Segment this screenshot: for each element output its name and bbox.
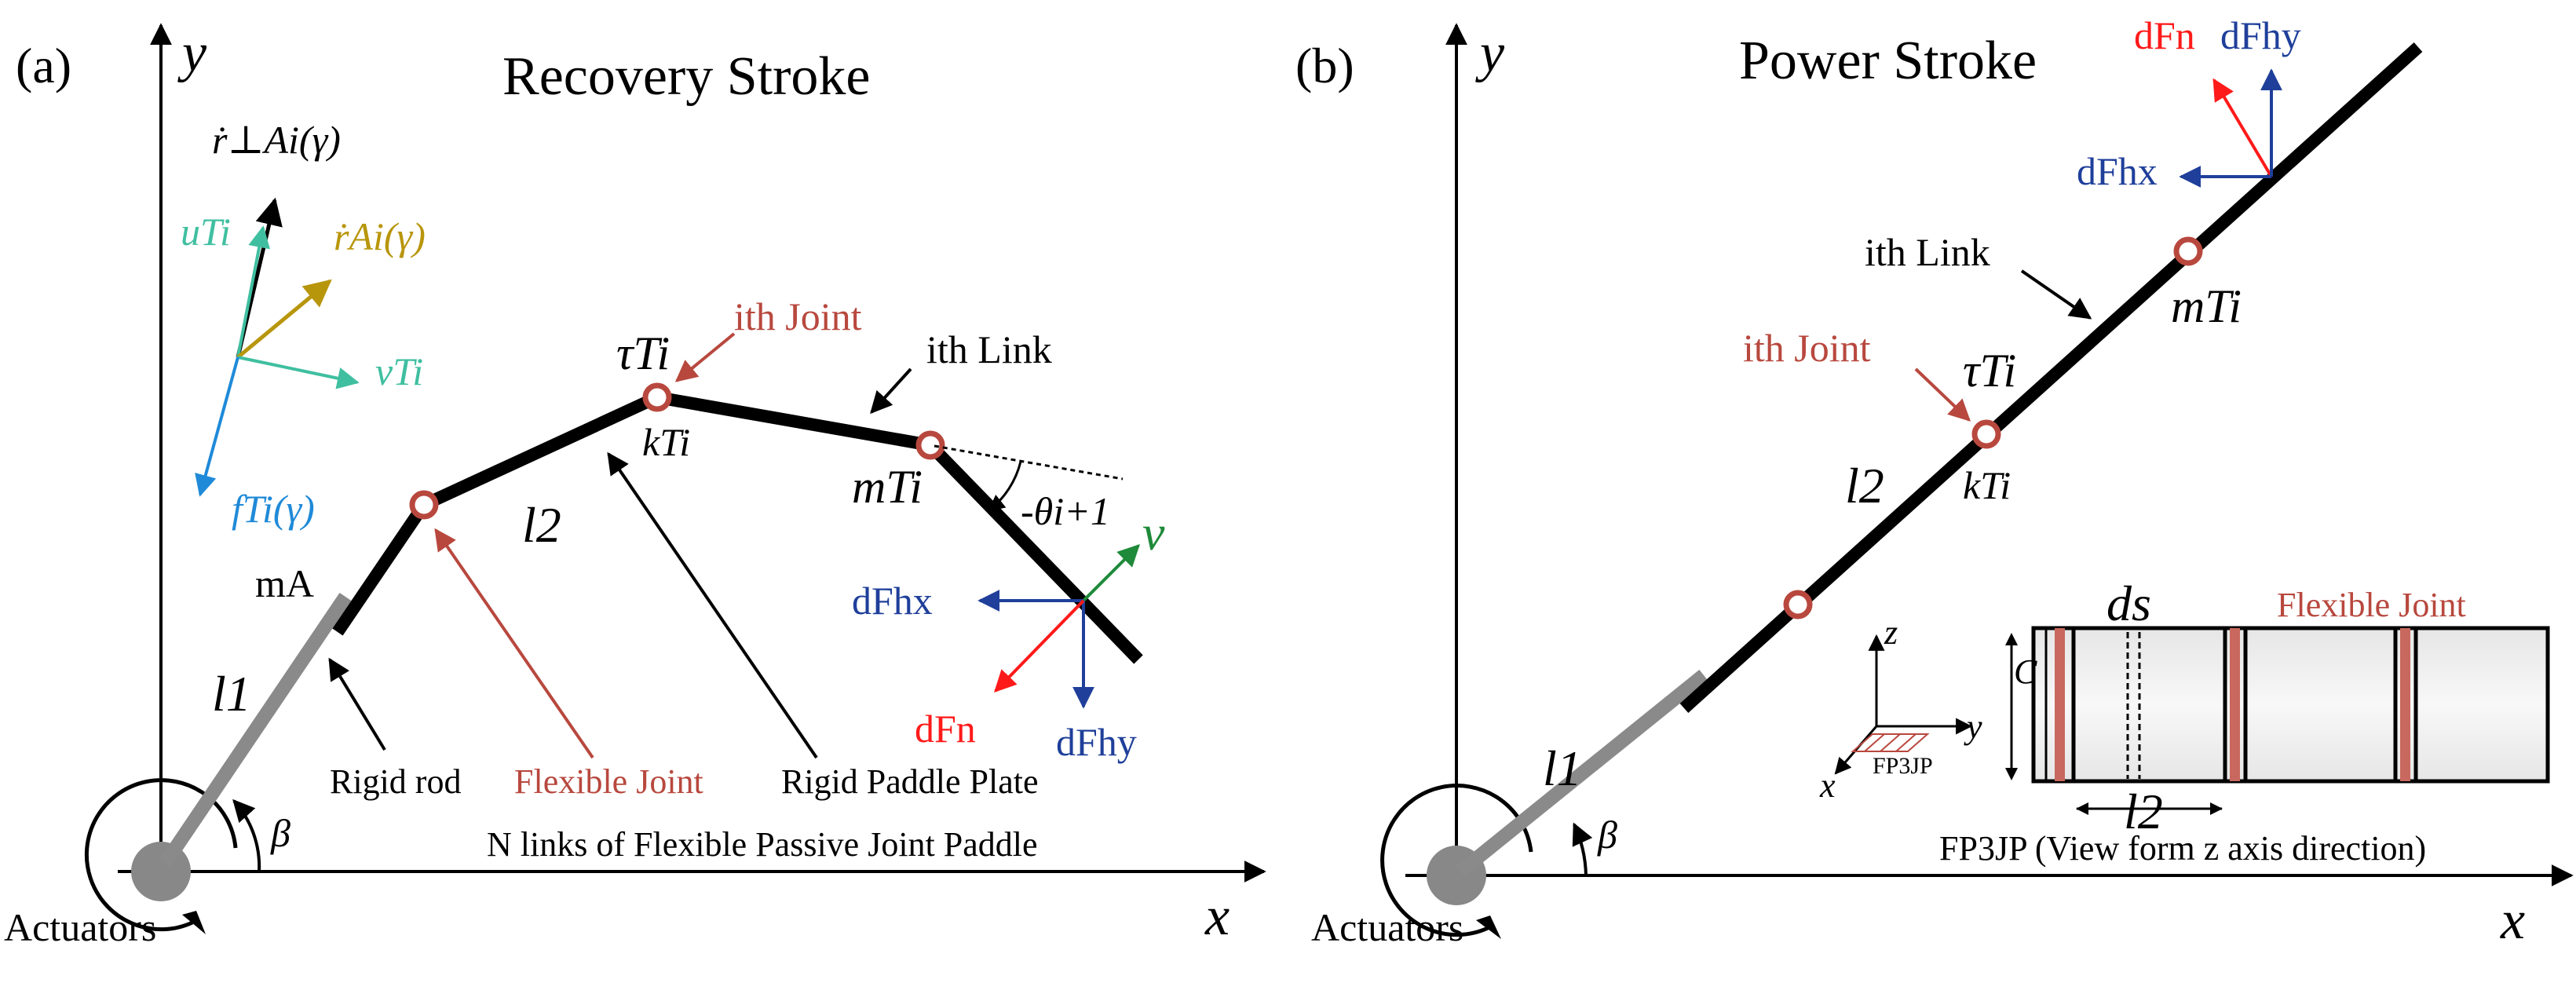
panel-a-rigid-rod xyxy=(159,592,352,868)
panel-b-dFn-vector xyxy=(2212,78,2273,178)
panel-a-v-label: v xyxy=(1142,505,1165,561)
panel-a-paddle-plate-pointer xyxy=(607,451,818,759)
panel-a-axis-x-label: x xyxy=(1204,886,1230,947)
inset-y-label: y xyxy=(1964,707,1982,746)
panel-a-r-perp-label: ṙ⊥Ai(γ) xyxy=(212,118,341,162)
inset-fp3jp-glyph xyxy=(1851,733,1930,752)
panel-a-f-vector xyxy=(195,356,239,497)
panel-a-ith-link-label: ith Link xyxy=(926,327,1052,371)
panel-a-tau-label: τTi xyxy=(616,327,670,379)
panel-b-rigid-rod xyxy=(1456,669,1708,878)
inset-joint-3 xyxy=(2400,628,2410,781)
panel-b-ith-joint-pointer xyxy=(1914,367,1971,422)
panel-a-paddle-plate-label: Rigid Paddle Plate xyxy=(781,762,1039,801)
panel-b-dFn-label: dFn xyxy=(2134,13,2195,57)
panel-b-l1-label: l1 xyxy=(1543,740,1582,796)
panel-b-dFhy-label: dFhy xyxy=(2220,13,2301,57)
panel-b-axis-y-label: y xyxy=(1475,23,1505,83)
panel-b-joint-1 xyxy=(1783,590,1813,619)
panel-a-flexible-joint-label: Flexible Joint xyxy=(514,762,703,801)
panel-a-k-label: kTi xyxy=(642,420,690,464)
panel-b-ith-link-pointer xyxy=(2020,269,2092,320)
inset-x-label: x xyxy=(1819,766,1836,805)
panel-b-l2-label: l2 xyxy=(1845,458,1884,513)
panel-a-dFhy-label: dFhy xyxy=(1056,720,1137,764)
panel-a-ith-joint-pointer xyxy=(674,332,736,382)
panel-a-theta-arc xyxy=(988,461,1022,512)
inset-z-label: z xyxy=(1884,613,1898,652)
panel-a-ith-joint-label: ith Joint xyxy=(734,294,862,338)
panel-b-joint-3 xyxy=(2173,236,2203,266)
panel-a-r-dot-vector xyxy=(236,279,332,359)
inset-flexible-joint-label: Flexible Joint xyxy=(2277,586,2466,624)
panel-a-l2-label: l2 xyxy=(522,497,561,553)
panel-a-dFhx-label: dFhx xyxy=(852,579,933,623)
panel-b-axis-x-label: x xyxy=(2500,890,2525,951)
panel-a-joint-1 xyxy=(409,490,439,520)
panel-b-beta-arc xyxy=(1572,822,1593,876)
inset-caption: FP3JP (View form z axis direction) xyxy=(1939,829,2426,868)
panel-b-actuators-label: Actuators xyxy=(1311,905,1463,949)
panel-a: (a) Recovery Stroke y x Actuators β -θi+… xyxy=(4,23,1266,949)
panel-a-beta-label: β xyxy=(270,811,290,855)
panel-a-title: Recovery Stroke xyxy=(502,46,870,107)
panel-a-axis-y-label: y xyxy=(177,23,207,83)
panel-a-u-vector xyxy=(236,225,270,358)
panel-a-theta-label: -θi+1 xyxy=(1021,489,1110,533)
panel-a-u-label: uTi xyxy=(181,210,231,254)
panel-a-link-extension xyxy=(934,444,1124,481)
panel-b-actuator-rotation-arrow xyxy=(1380,784,1533,937)
panel-b-ith-joint-label: ith Joint xyxy=(1743,326,1871,370)
panel-a-dFn-vector xyxy=(994,599,1085,693)
inset-C-label: C xyxy=(2014,652,2037,691)
panel-b: (b) Power Stroke y x Actuators β l1 l2 τ… xyxy=(1295,13,2574,951)
panel-a-v-T-vector xyxy=(237,356,360,389)
panel-a-mA-label: mA xyxy=(255,561,314,605)
panel-b-label: (b) xyxy=(1295,38,1354,93)
panel-a-dFn-label: dFn xyxy=(915,707,976,751)
inset-joint-1 xyxy=(2055,628,2065,781)
panel-b-m-label: mTi xyxy=(2171,280,2242,332)
panel-a-caption: N links of Flexible Passive Joint Paddle xyxy=(487,825,1038,864)
panel-a-rigid-rod-label: Rigid rod xyxy=(330,762,461,801)
panel-a-ith-link-pointer xyxy=(870,367,912,415)
panel-b-inset: ds Flexible Joint C l2 z y x FP3JP FP3 xyxy=(1819,576,2550,868)
panel-a-v-vector xyxy=(1082,544,1140,602)
panel-a-paddle-links xyxy=(332,390,1143,664)
panel-a-label: (a) xyxy=(16,38,71,93)
inset-joint-2 xyxy=(2230,628,2240,781)
inset-outline xyxy=(2031,626,2550,784)
inset-fp3jp-label: FP3JP xyxy=(1873,753,1933,779)
panel-b-beta-label: β xyxy=(1597,813,1617,857)
panel-a-v-T-label: vTi xyxy=(375,349,423,393)
panel-b-ith-link-label: ith Link xyxy=(1865,230,1990,274)
panel-a-l1-label: l1 xyxy=(212,666,251,722)
panel-b-k-label: kTi xyxy=(1963,463,2011,507)
panel-a-f-label: fTi(γ) xyxy=(232,487,315,531)
inset-x-axis xyxy=(1834,725,1878,775)
panel-a-rigid-rod-pointer xyxy=(328,657,386,751)
panel-a-r-dot-label: ṙAi(γ) xyxy=(334,214,426,258)
panel-b-tau-label: τTi xyxy=(1963,345,2016,396)
inset-l2-label: l2 xyxy=(2124,784,2163,839)
panel-a-joint-3 xyxy=(915,430,945,460)
panel-a-actuators-label: Actuators xyxy=(4,905,156,949)
panel-b-title: Power Stroke xyxy=(1739,31,2037,91)
panel-a-beta-arc xyxy=(232,798,261,872)
panel-b-joint-2 xyxy=(1971,419,2001,449)
panel-b-dFhx-label: dFhx xyxy=(2077,149,2158,193)
panel-a-flexible-joint-pointer xyxy=(434,528,594,759)
inset-ds-label: ds xyxy=(2106,576,2151,631)
panel-a-m-label: mTi xyxy=(852,461,923,513)
panel-a-joint-2 xyxy=(642,382,672,412)
